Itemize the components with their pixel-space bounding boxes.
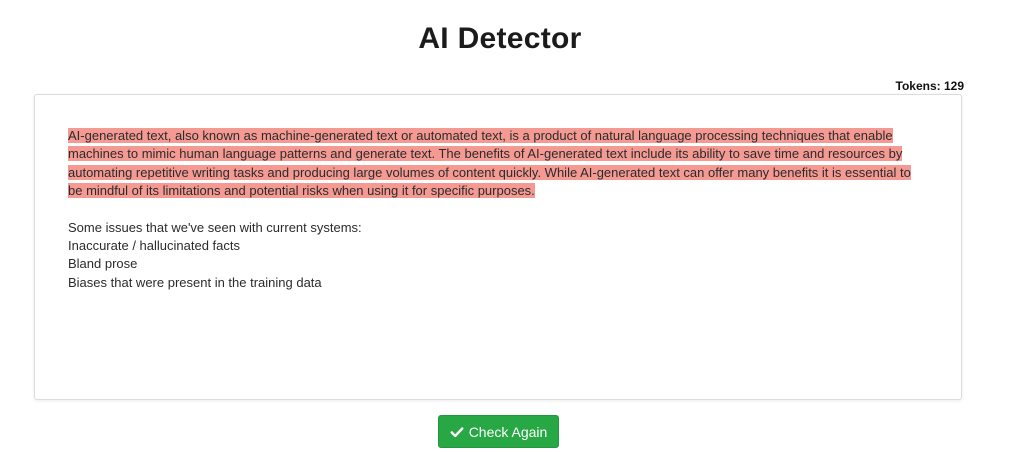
highlighted-line: be mindful of its limitations and potent… <box>68 183 535 199</box>
plain-line: Bland prose <box>68 256 138 272</box>
text-editor[interactable]: AI-generated text, also known as machine… <box>34 94 962 400</box>
check-icon <box>450 426 464 437</box>
plain-line: Inaccurate / hallucinated facts <box>68 238 240 254</box>
plain-paragraph: Some issues that we've seen with current… <box>68 219 929 293</box>
plain-line: Some issues that we've seen with current… <box>68 219 362 235</box>
token-count: Tokens: 129 <box>895 79 964 93</box>
highlighted-line: machines to mimic human language pattern… <box>68 146 903 162</box>
page-title: AI Detector <box>418 22 582 55</box>
highlighted-line: AI-generated text, also known as machine… <box>68 128 893 143</box>
check-again-label: Check Again <box>468 423 548 440</box>
highlighted-paragraph: AI-generated text, also known as machine… <box>68 127 929 201</box>
highlighted-line: automating repetitive writing tasks and … <box>68 164 911 180</box>
check-again-button[interactable]: Check Again <box>438 415 559 448</box>
paragraph-gap <box>68 201 929 219</box>
plain-line: Biases that were present in the training… <box>68 274 322 290</box>
